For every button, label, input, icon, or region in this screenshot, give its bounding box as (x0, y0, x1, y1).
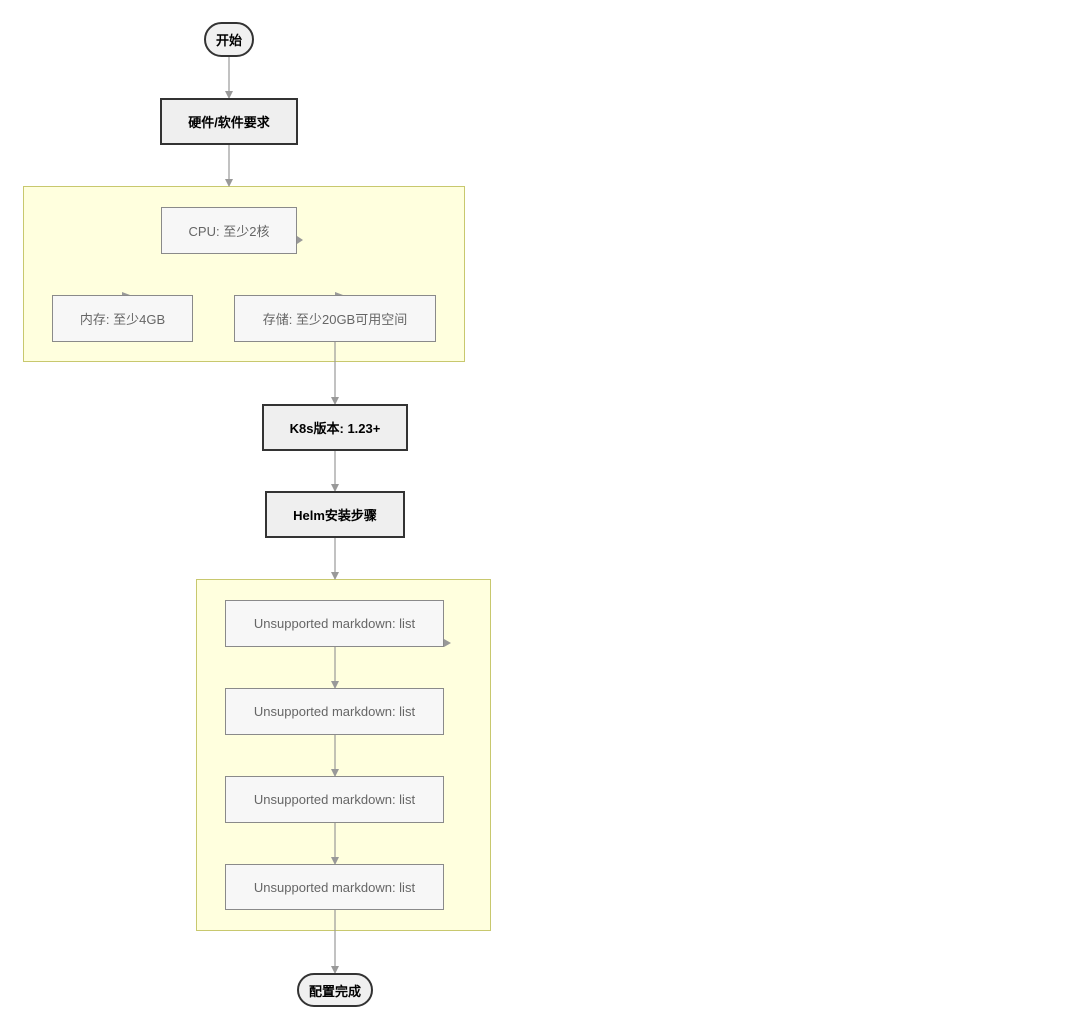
helm-step-label: Unsupported markdown: list (253, 704, 416, 719)
helm-step-label: Unsupported markdown: list (253, 879, 416, 895)
helm-step-node: Unsupported markdown: list (225, 600, 444, 647)
helm-step-node: Unsupported markdown: list (225, 688, 444, 735)
helm-step-node: Unsupported markdown: list (225, 776, 444, 823)
helm-steps-label: Helm安装步骤 (293, 508, 377, 523)
storage-requirement-node: 存储: 至少20GB可用空间 (234, 295, 436, 342)
requirements-label: 硬件/软件要求 (188, 115, 270, 130)
helm-step-label: Unsupported markdown: list (253, 792, 416, 807)
storage-requirement-label: 存储: 至少20GB可用空间 (262, 312, 408, 327)
helm-step-label: Unsupported markdown: list (253, 616, 416, 631)
requirements-node: 硬件/软件要求 (160, 98, 298, 145)
cpu-requirement-label: CPU: 至少2核 (188, 224, 270, 239)
end-label: 配置完成 (308, 983, 361, 999)
helm-step-node: Unsupported markdown: list (225, 864, 444, 910)
memory-requirement-label: 内存: 至少4GB (79, 312, 166, 327)
memory-requirement-node: 内存: 至少4GB (52, 295, 193, 342)
start-node: 开始 (204, 22, 254, 57)
k8s-version-label: K8s版本: 1.23+ (289, 421, 381, 436)
start-label: 开始 (215, 33, 242, 48)
helm-steps-node: Helm安装步骤 (265, 491, 405, 538)
end-node: 配置完成 (297, 973, 373, 1007)
k8s-version-node: K8s版本: 1.23+ (262, 404, 408, 451)
cpu-requirement-node: CPU: 至少2核 (161, 207, 297, 254)
